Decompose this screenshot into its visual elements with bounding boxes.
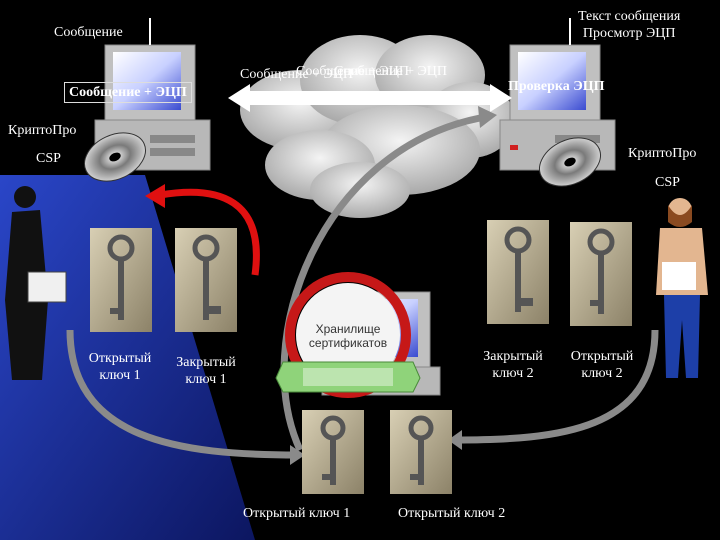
public-key-2-label: Открытый ключ 2 — [562, 348, 642, 382]
receiver-text-label: Текст сообщения Просмотр ЭЦП — [578, 8, 680, 42]
vault-label-line1: Хранилище — [315, 322, 381, 336]
private-key-2-line1: Закрытый — [483, 349, 543, 364]
sender-person-silhouette — [5, 186, 67, 380]
gray-arrow-vault-to-receiver — [280, 114, 481, 452]
gray-arrow-to-vault-left — [66, 329, 299, 459]
packet-label-3: Сообщение + ЭЦП — [334, 64, 448, 79]
receiver-csp-label: CSP — [655, 175, 680, 190]
receiver-crypto-label: КриптоПро — [628, 146, 697, 161]
public-key-1-label: Открытый ключ 1 — [82, 350, 158, 384]
red-arrow-private-key-to-sign — [159, 188, 260, 276]
key-photo-store-2 — [390, 410, 452, 494]
private-key-1-line2: ключ 1 — [185, 372, 227, 387]
packet-label-1: Сообщение + ЭЦП — [240, 67, 354, 82]
public-key-2-line2: ключ 2 — [581, 366, 623, 381]
key-photo-store-1 — [302, 410, 364, 494]
transfer-arrow — [228, 84, 512, 112]
private-key-1-label: Закрытый ключ 1 — [168, 354, 244, 388]
public-key-2-line1: Открытый — [570, 349, 634, 364]
gray-arrow-from-vault-right — [454, 329, 659, 444]
sender-csp-label: CSP — [36, 151, 61, 166]
receiver-person — [656, 198, 708, 378]
private-key-2-line2: ключ 2 — [492, 366, 534, 381]
sender-crypto-label: КриптоПро — [8, 123, 77, 138]
key-photo-private-1 — [175, 228, 237, 332]
receiver-text-line2: Просмотр ЭЦП — [582, 26, 676, 41]
packet-label-2: Сообщение + ЭЦП — [296, 64, 410, 79]
store-public-key-1-label: Открытый ключ 1 — [243, 506, 351, 521]
store-public-key-2-label: Открытый ключ 2 — [398, 506, 506, 521]
sender-signed-message-label: Сообщение + ЭЦП — [64, 82, 192, 103]
receiver-text-line1: Текст сообщения — [578, 9, 681, 24]
key-photo-public-1 — [90, 228, 152, 332]
public-key-1-line1: Открытый — [88, 351, 152, 366]
receiver-verify-label: Проверка ЭЦП — [508, 79, 605, 94]
private-key-2-label: Закрытый ключ 2 — [475, 348, 551, 382]
crypto-disc-left — [84, 132, 146, 182]
key-photo-public-2 — [570, 222, 632, 326]
vault-label-line2: сертификатов — [308, 336, 388, 350]
private-key-1-line1: Закрытый — [176, 355, 236, 370]
certificate-vault — [275, 272, 441, 398]
sender-message-label: Сообщение — [54, 25, 123, 40]
crypto-disc-right — [539, 137, 601, 187]
key-photo-private-2 — [487, 220, 549, 324]
public-key-1-line2: ключ 1 — [99, 368, 141, 383]
vault-label: Хранилище сертификатов — [298, 322, 398, 350]
